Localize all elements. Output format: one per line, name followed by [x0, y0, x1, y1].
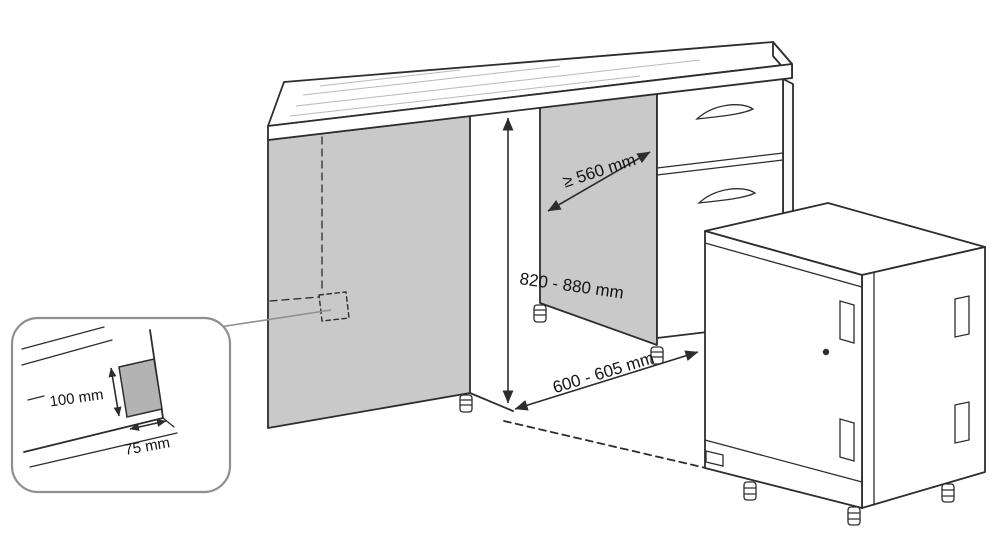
- notch-width-arrow: [129, 419, 167, 431]
- mounting-bracket: [954, 401, 970, 444]
- counter-front-face: [267, 63, 793, 141]
- leveling-foot: [533, 304, 547, 323]
- floor-edge-left: [469, 392, 514, 412]
- kitchen-counter: [267, 41, 793, 141]
- foot-body: [941, 483, 955, 503]
- foot-body: [743, 481, 757, 501]
- grain-line: [289, 75, 641, 117]
- dishwasher-front-face: [704, 230, 863, 509]
- drawer-divider-line: [656, 152, 784, 169]
- hidden-edge-horizontal: [269, 296, 320, 302]
- leveling-foot: [847, 506, 861, 526]
- dishwasher-side-face: [861, 246, 986, 509]
- base-bracket: [705, 450, 724, 467]
- drawer-divider-line: [656, 159, 784, 176]
- niche-side-panel: [539, 92, 658, 346]
- drawer-handle: [697, 188, 757, 204]
- dimension-niche-width: 600 - 605 mm: [514, 348, 699, 411]
- dishwasher: [704, 202, 986, 526]
- grain-line: [319, 69, 461, 87]
- extension-line: [27, 395, 45, 401]
- notch-height-arrow: [108, 367, 122, 417]
- hose-notch: [118, 358, 163, 418]
- grain-line: [295, 59, 701, 107]
- door-top-line: [704, 242, 863, 288]
- niche-width-label: 600 - 605 mm: [550, 348, 656, 397]
- foot-body: [847, 506, 861, 526]
- foot-body: [533, 304, 547, 323]
- callout-bubble: [10, 316, 232, 494]
- leveling-foot: [459, 394, 473, 413]
- hinge-bracket: [839, 418, 855, 462]
- back-panel-face: [267, 115, 471, 429]
- drawer-handle: [695, 104, 755, 120]
- door-bottom-line: [704, 439, 863, 483]
- door-screw-hole: [822, 348, 830, 356]
- panel-edge-line: [21, 339, 113, 366]
- foot-body: [459, 394, 473, 413]
- panel-edge-line: [21, 326, 105, 350]
- grain-line: [302, 65, 561, 96]
- leveling-foot: [941, 483, 955, 503]
- depth-arrow: [547, 151, 651, 212]
- floor-alignment-dashed-line: [503, 420, 707, 469]
- width-arrow: [514, 350, 699, 411]
- leveling-foot: [743, 481, 757, 501]
- hinge-bracket: [839, 300, 855, 344]
- floor-line: [29, 432, 178, 468]
- callout: 100 mm 75 mm: [10, 309, 332, 494]
- mounting-bracket: [954, 295, 970, 338]
- niche-back-panel: [267, 115, 514, 429]
